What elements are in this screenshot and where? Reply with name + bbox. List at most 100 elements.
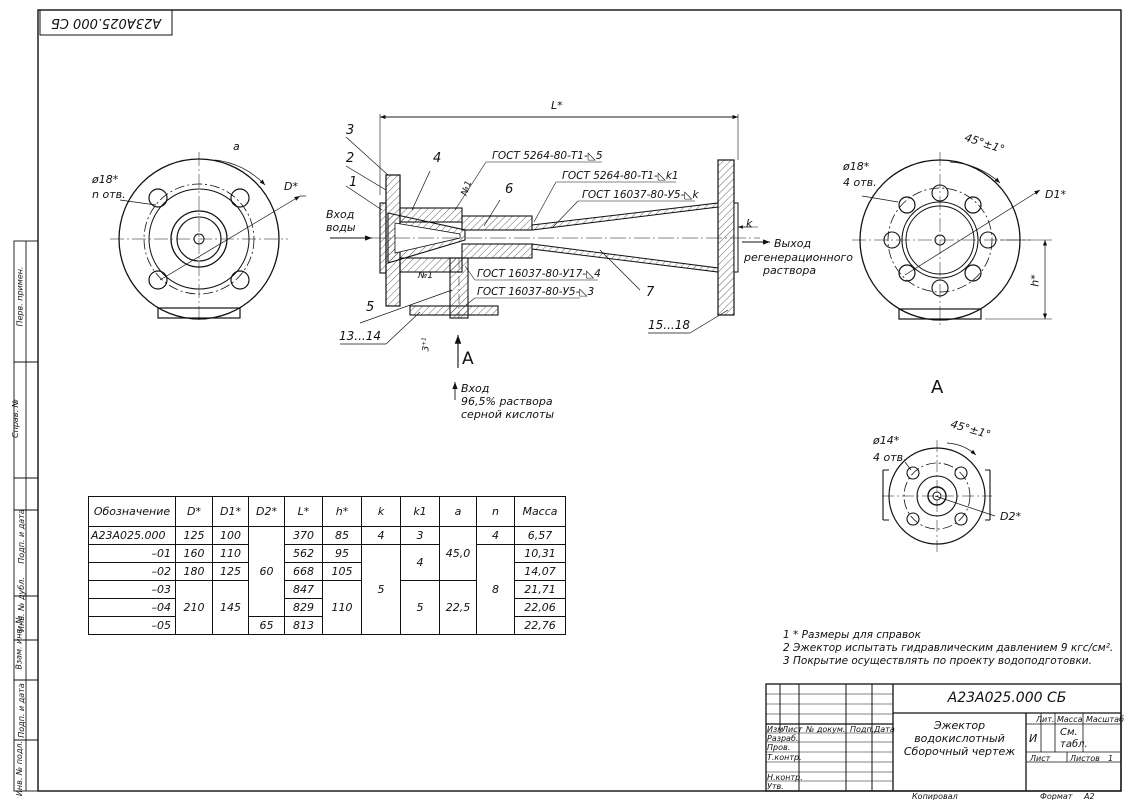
tb-role-ncontr: Н.контр.	[767, 773, 803, 782]
pos-6: 6	[505, 182, 514, 197]
title-block-lines	[765, 683, 1122, 792]
holes-right-count: 4 отв.	[843, 176, 877, 189]
cell-L: 562	[284, 544, 323, 563]
tb-sheet: Лист	[1030, 754, 1051, 763]
cell-D: 210	[175, 580, 213, 635]
dim-D: D*	[284, 180, 298, 193]
cell-k1: 5	[400, 580, 440, 635]
tb-role-dev: Разраб.	[767, 734, 799, 743]
cell-mass: 6,57	[514, 526, 566, 545]
cell-L: 847	[284, 580, 323, 599]
cell-D2: 65	[248, 616, 285, 635]
tb-col-doc: № докум.	[806, 725, 846, 734]
cell-mass: 22,76	[514, 616, 566, 635]
inlet-acid-2: 96,5% раствора	[461, 395, 553, 408]
th-a: a	[439, 496, 477, 527]
outlet-2: регенерационного	[744, 251, 853, 264]
technical-notes: 1 * Размеры для справок 2 Эжектор испыта…	[783, 629, 1113, 668]
note-1: 1 * Размеры для справок	[783, 629, 921, 641]
cell-designation: –05	[88, 616, 176, 635]
tb-format-val: А2	[1084, 792, 1095, 800]
cell-k1: 3	[400, 526, 440, 545]
th-k1: k1	[400, 496, 440, 527]
stamp-box	[39, 9, 173, 36]
left-end-view	[110, 152, 306, 322]
tb-col-izm: Изм	[767, 725, 784, 734]
tb-role-tcontr: Т.контр.	[767, 753, 802, 762]
cell-D1: 100	[212, 526, 249, 545]
title-name-2: водокислотный	[914, 732, 1005, 745]
arrow-a-label: A	[462, 349, 474, 369]
dim-L: L*	[551, 99, 563, 112]
dim-a-left: a	[233, 140, 240, 153]
tb-format: Формат	[1040, 792, 1073, 800]
weld-gost-1: ГОСТ 5264-80-Т1-◺5	[492, 150, 603, 162]
cell-k: 5	[361, 544, 401, 635]
left-margin-strip	[13, 240, 39, 792]
cell-h: 110	[322, 580, 362, 635]
margin-label: Справ. №	[10, 399, 20, 438]
pos-3: 3	[346, 123, 355, 138]
cell-designation: –02	[88, 562, 176, 581]
cell-a: 22,5	[439, 580, 477, 635]
table-row: А23А025.000 125 100 60 370 85 4 3 45,0 4…	[88, 526, 566, 617]
cell-D2: 60	[248, 526, 285, 617]
cell-D: 180	[175, 562, 213, 581]
holes-a-count: 4 отв.	[873, 451, 907, 464]
th-D1: D1*	[212, 496, 249, 527]
cell-D1: 125	[212, 562, 249, 581]
tb-sheets: Листов	[1070, 754, 1100, 763]
side-section-view	[330, 114, 770, 400]
th-D: D*	[175, 496, 213, 527]
cell-L: 370	[284, 526, 323, 545]
cell-L: 668	[284, 562, 323, 581]
cell-h: 105	[322, 562, 362, 581]
parameter-table: Обозначение D* D1* D2* L* h* k k1 a n Ма…	[88, 496, 566, 635]
pos-4: 4	[433, 151, 442, 166]
cell-mass: 21,71	[514, 580, 566, 599]
cell-mass: 10,31	[514, 544, 566, 563]
view-a-title: A	[931, 377, 944, 398]
right-end-view	[852, 152, 1052, 328]
cell-L: 829	[284, 598, 323, 617]
cell-designation: А23А025.000	[88, 526, 176, 545]
cell-D: 160	[175, 544, 213, 563]
outlet-3: раствора	[763, 264, 817, 277]
pos-1: 1	[349, 175, 358, 190]
tb-copied: Копировал	[912, 792, 958, 800]
cell-mass: 22,06	[514, 598, 566, 617]
title-name-3: Сборочный чертеж	[903, 745, 1016, 758]
tb-role-check: Пров.	[767, 743, 791, 752]
holes-left-dia: ø18*	[92, 173, 119, 186]
inlet-acid-1: Вход	[461, 382, 490, 395]
th-k: k	[361, 496, 401, 527]
cell-D1: 110	[212, 544, 249, 563]
tb-mass-val-2: табл.	[1060, 739, 1088, 750]
table-row: –01 160 110 562 95 5 4 8 10,31	[88, 544, 566, 635]
weld-gost-4: ГОСТ 16037-80-У17-◺4	[477, 268, 601, 280]
inlet-water-1: Вход	[326, 208, 355, 221]
inlet-water-2: воды	[326, 221, 356, 234]
cell-mass: 14,07	[514, 562, 566, 581]
dim-D2: D2*	[1000, 510, 1021, 523]
tb-col-sign: Подп.	[850, 725, 875, 734]
cell-h: 85	[322, 526, 362, 545]
table-row: –05 65 813 22,76	[88, 616, 566, 635]
margin-label: Подп. и дата	[16, 683, 26, 738]
pos-15-18: 15...18	[648, 318, 690, 332]
cell-k: 4	[361, 526, 401, 545]
holes-a-dia: ø14*	[873, 434, 900, 447]
dim-3: 3⁺¹	[421, 337, 432, 352]
cell-D: 125	[175, 526, 213, 545]
table-row: –02 180 125 668 105 14,07	[88, 562, 566, 581]
table-header-row: Обозначение D* D1* D2* L* h* k k1 a n Ма…	[88, 496, 566, 527]
cell-L: 813	[284, 616, 323, 635]
margin-label: Перв. примен.	[15, 266, 25, 327]
note-3: 3 Покрытие осуществлять по проекту водоп…	[783, 655, 1092, 667]
title-code: А23А025.000 СБ	[947, 690, 1067, 706]
stamp-code: А23А025.000 СБ	[50, 15, 162, 30]
table-row: –03 210 145 847 110 5 22,5 21,71	[88, 580, 566, 635]
holes-right-dia: ø18*	[843, 160, 870, 173]
th-h: h*	[322, 496, 362, 527]
